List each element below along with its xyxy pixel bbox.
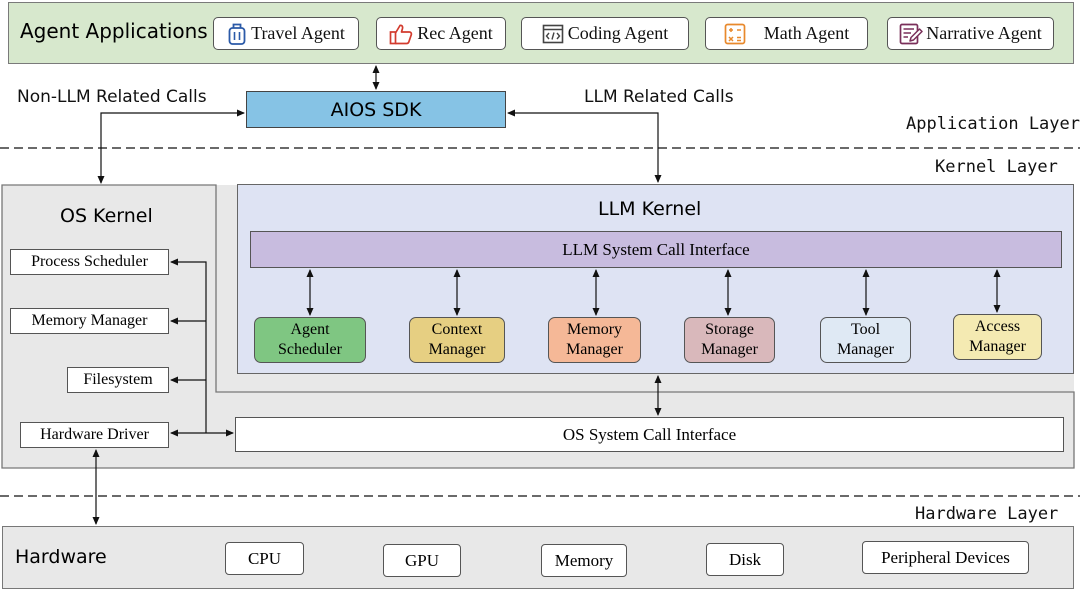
filesystem-box: Filesystem <box>67 367 169 393</box>
hardware-driver-box: Hardware Driver <box>20 422 169 448</box>
agent-scheduler-line1: Agent <box>290 321 330 338</box>
os-kernel-title: OS Kernel <box>60 205 153 227</box>
context-manager-box: Context Manager <box>409 317 505 363</box>
llm-calls-label: LLM Related Calls <box>584 87 734 107</box>
coding-agent-label: Coding Agent <box>567 23 669 43</box>
storage-manager-line2: Manager <box>701 341 758 358</box>
aios-sdk-box: AIOS SDK <box>246 91 506 128</box>
narrative-agent-box: Narrative Agent <box>887 17 1054 50</box>
agent-scheduler-box: Agent Scheduler <box>254 317 366 363</box>
thumbs-up-icon <box>389 24 413 44</box>
llm-system-call-interface: LLM System Call Interface <box>250 231 1062 268</box>
process-scheduler-box: Process Scheduler <box>10 249 169 275</box>
rec-agent-label: Rec Agent <box>417 23 493 43</box>
memory-manager-box: Memory Manager <box>10 308 169 334</box>
luggage-icon <box>228 23 246 45</box>
calculator-icon <box>724 23 746 44</box>
non-llm-calls-label: Non-LLM Related Calls <box>17 87 207 107</box>
bus-process-scheduler-arrow <box>170 258 207 433</box>
peripheral-devices-box: Peripheral Devices <box>862 541 1029 574</box>
code-window-icon <box>542 24 564 43</box>
tool-manager-box: Tool Manager <box>820 317 911 363</box>
application-layer-label: Application Layer <box>906 114 1080 134</box>
llm-calls-arrow <box>507 109 662 183</box>
memory-manager-llm-box: Memory Manager <box>548 317 641 363</box>
access-manager-line2: Manager <box>969 338 1026 355</box>
tool-manager-line1: Tool <box>850 321 881 338</box>
cpu-box: CPU <box>225 542 304 575</box>
storage-manager-line1: Storage <box>705 321 754 338</box>
notepad-icon <box>899 23 924 44</box>
context-manager-line1: Context <box>431 321 483 338</box>
hardware-layer-label: Hardware Layer <box>915 504 1059 524</box>
agent-scheduler-line2: Scheduler <box>278 341 342 358</box>
gpu-box: GPU <box>383 544 461 577</box>
llm-kernel-box <box>237 184 1074 374</box>
context-manager-line2: Manager <box>428 341 486 358</box>
memory-manager-line1: Memory <box>566 321 623 338</box>
agent-applications-title: Agent Applications <box>20 19 208 43</box>
storage-manager-box: Storage Manager <box>684 317 775 363</box>
narrative-agent-label: Narrative Agent <box>926 23 1042 43</box>
travel-agent-label: Travel Agent <box>251 23 345 43</box>
math-agent-label: Math Agent <box>763 23 850 43</box>
hardware-title: Hardware <box>15 546 107 568</box>
travel-agent-box: Travel Agent <box>213 17 359 50</box>
kernel-layer-label: Kernel Layer <box>935 157 1058 177</box>
os-kernel-border <box>1 184 1075 469</box>
memory-hw-box: Memory <box>541 544 627 577</box>
memory-manager-line2: Manager <box>566 341 623 358</box>
tool-manager-line2: Manager <box>837 341 894 358</box>
disk-box: Disk <box>706 543 784 576</box>
rec-agent-box: Rec Agent <box>376 17 506 50</box>
non-llm-calls-arrow <box>97 109 245 184</box>
access-manager-box: Access Manager <box>953 314 1042 360</box>
math-agent-box: Math Agent <box>705 17 868 50</box>
os-system-call-interface: OS System Call Interface <box>235 417 1064 452</box>
access-manager-line1: Access <box>974 318 1021 335</box>
coding-agent-box: Coding Agent <box>521 17 689 50</box>
llm-kernel-title: LLM Kernel <box>598 198 702 220</box>
